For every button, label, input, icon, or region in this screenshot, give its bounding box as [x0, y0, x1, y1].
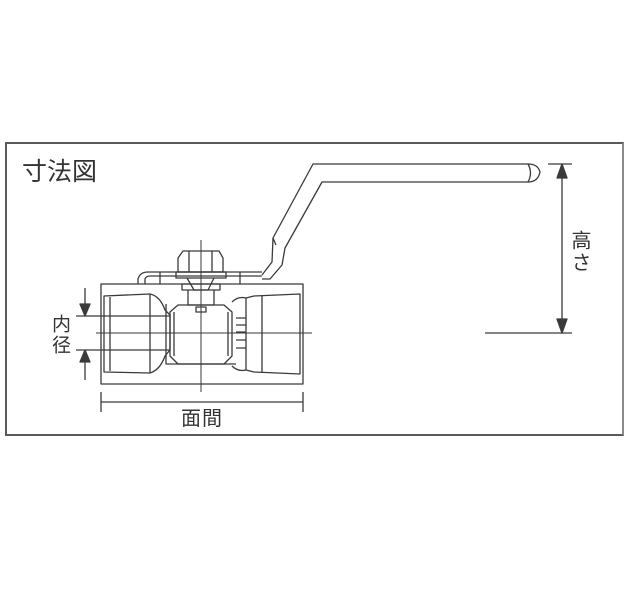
face-to-face-dimension	[100, 392, 304, 412]
valve-body	[100, 283, 304, 385]
height-label: 高さ	[568, 230, 592, 274]
diagram-frame	[5, 142, 624, 436]
height-dimension	[485, 163, 572, 334]
diagram-title: 寸法図	[22, 157, 98, 186]
inner-diameter-label-1: 内径	[49, 314, 71, 356]
face-to-face-label: 面間	[181, 406, 223, 430]
lever-handle	[137, 163, 541, 284]
center-lines	[96, 240, 312, 392]
inner-diameter-dimension	[76, 288, 170, 380]
